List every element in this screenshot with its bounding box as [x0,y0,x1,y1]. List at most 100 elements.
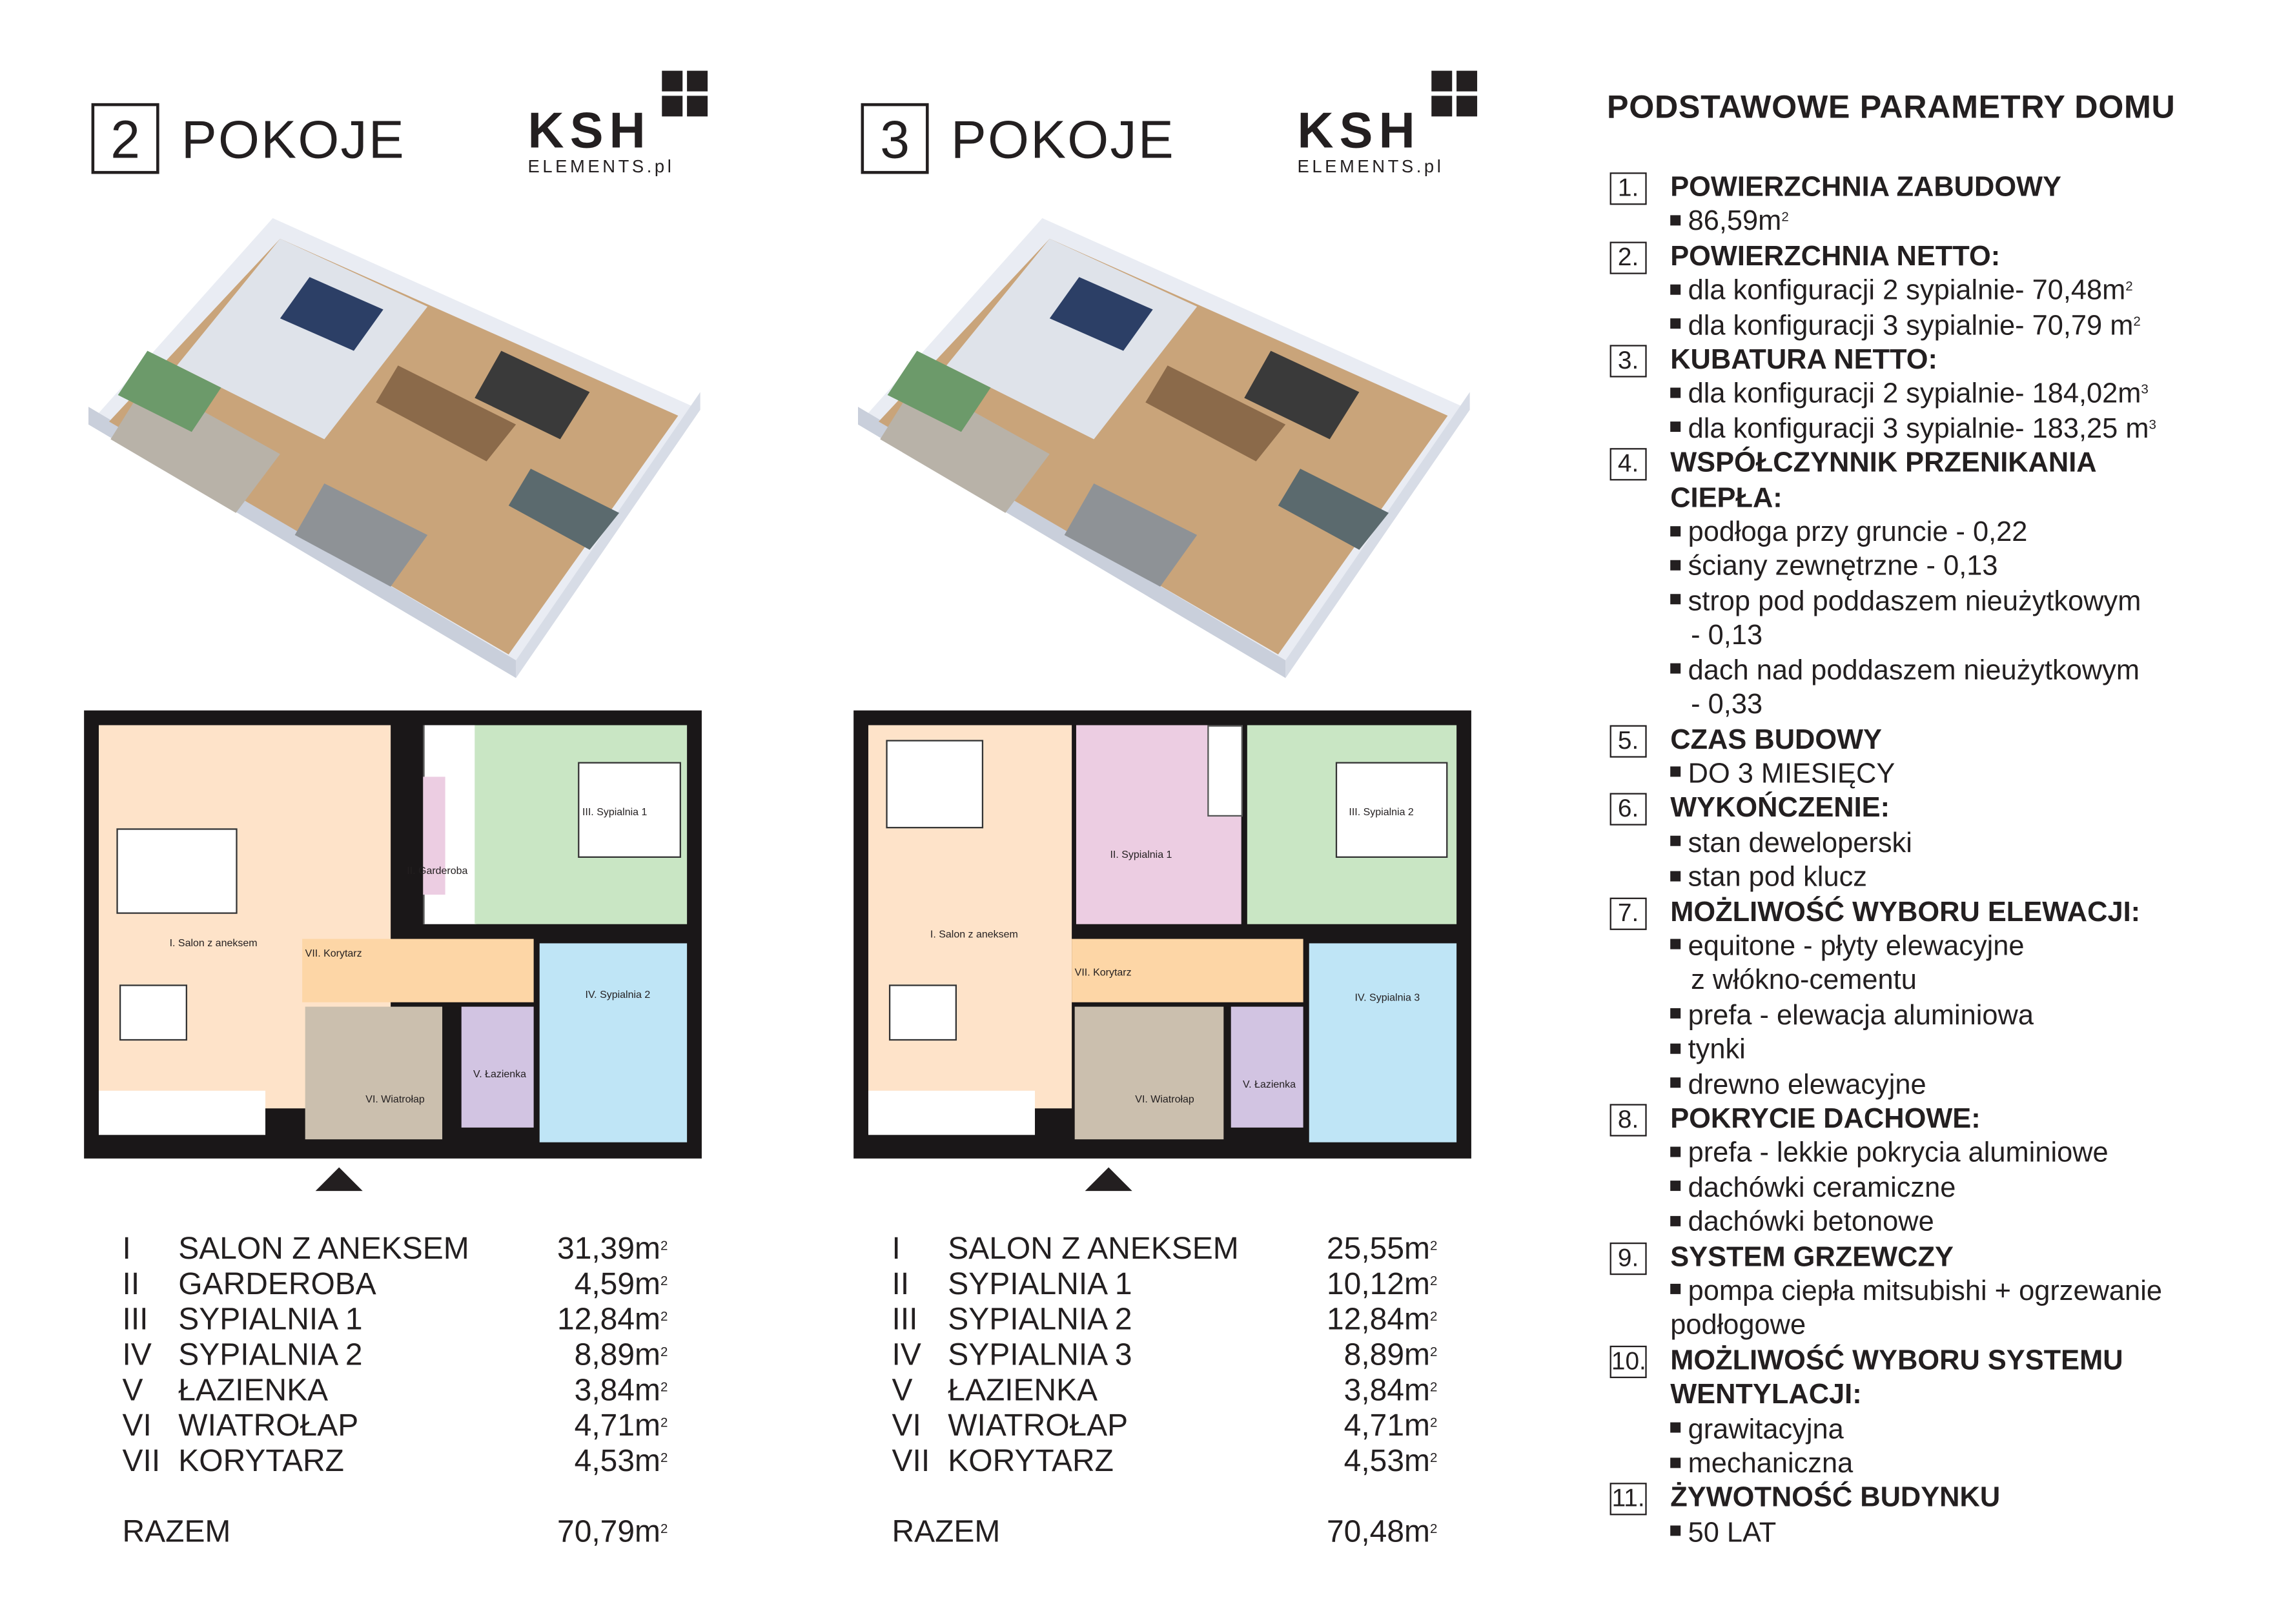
area-exponent: 2 [660,1521,668,1536]
floor-plan: I. Salon z aneksem II. Sypialnia 1 III. … [853,710,1471,1159]
room-area: 4,59m2 [575,1268,668,1303]
param-heading: 4.WSPÓŁCZYNNIK PRZENIKANIA [1609,447,2259,481]
bullet-square-icon [1670,663,1681,674]
param-bullet: podłoga przy gruncie - 0,22 [1610,516,2259,550]
param-heading: 7.MOŻLIWOŚĆ WYBORU ELEWACJI: [1609,895,2259,929]
param-bullet-text: stan pod klucz [1688,862,1867,894]
sofa [886,740,984,829]
param-bullet-text: podłogowe [1670,1310,1806,1342]
area-exponent: 2 [1429,1308,1438,1324]
param-bullet: equitone - płyty elewacyjne [1610,930,2259,964]
dining-table [888,984,957,1041]
param-number-box: 2. [1609,241,1647,274]
param-bullet: pompa ciepła mitsubishi + ogrzewanie [1610,1275,2259,1309]
bullet-square-icon [1670,560,1681,571]
label-korytarz: VII. Korytarz [1074,968,1132,979]
room-area-value: 10,12m [1327,1267,1430,1302]
param-heading: 11.ŻYWOTNOŚĆ BUDYNKU [1609,1482,2259,1516]
room-lazienka [1231,1006,1303,1128]
total-label: RAZEM [892,1515,1001,1549]
label-lazienka: V. Łazienka [473,1070,527,1081]
bullet-square-icon [1670,1077,1681,1088]
param-bullet: 86,59m2 [1610,205,2259,239]
label-room-3: III. Sypialnia 2 [1349,807,1414,818]
param-bullet-text: mechaniczna [1688,1448,1854,1480]
param-bullet-text: dach nad poddaszem nieużytkowym [1688,655,2140,687]
room-area-value: 3,84m [574,1374,660,1408]
config-panel: 2 POKOJE KSH ELEMENTS.pl [0,0,766,1621]
param-bullet-text: prefa - lekkie pokrycia aluminiowe [1688,1138,2109,1170]
bullet-square-icon [1670,1008,1681,1019]
floor-plan: I. Salon z aneksem II. Garderoba III. Sy… [84,710,702,1159]
bullet-square-icon [1670,1457,1681,1468]
room-number: V [122,1374,143,1408]
param-heading: CIEPŁA: [1610,482,2259,516]
spacer [123,1480,668,1516]
room-lazienka [461,1006,534,1128]
param-heading-text: KUBATURA NETTO: [1670,345,1937,376]
logo-text: KSH [1297,103,1421,159]
bullet-square-icon [1670,1422,1681,1433]
room-name: ŁAZIENKA [948,1374,1098,1408]
bed [1335,762,1448,858]
room-name: SALON Z ANEKSEM [948,1232,1239,1266]
room-area: 4,53m2 [1344,1445,1438,1480]
param-heading-text: WENTYLACJI: [1670,1379,1862,1411]
room-2-closet [1207,725,1243,817]
param-bullet: mechaniczna [1610,1447,2259,1481]
bullet-square-icon [1670,836,1681,847]
room-number: VII [122,1444,161,1479]
dining-table [119,984,188,1041]
room-area-value: 4,53m [574,1444,660,1479]
param-bullet-text: drewno elewacyjne [1688,1069,1926,1101]
room-name: KORYTARZ [178,1444,344,1479]
room-name: KORYTARZ [948,1444,1114,1479]
house-3d-render [857,218,1470,678]
room-area-value: 8,89m [574,1338,660,1372]
logo-subtext: ELEMENTS.pl [527,156,675,178]
param-bullet: dla konfiguracji 2 sypialnie- 184,02m3 [1610,378,2259,412]
area-exponent: 2 [660,1273,668,1288]
ksh-logo: KSH ELEMENTS.pl [527,70,719,181]
bullet-square-icon [1670,215,1681,226]
area-exponent: 2 [1429,1415,1438,1430]
label-salon: I. Salon z aneksem [169,939,258,949]
param-number-box: 7. [1609,897,1647,929]
param-bullet-text: DO 3 MIESIĘCY [1688,758,1895,790]
room-area: 3,84m2 [1344,1374,1438,1409]
param-bullet-text: dla konfiguracji 3 sypialnie- 183,25 m [1688,414,2149,445]
param-bullet: DO 3 MIESIĘCY [1610,758,2259,792]
room-area: 3,84m2 [575,1374,668,1409]
bullet-square-icon [1670,870,1681,881]
param-bullet: dla konfiguracji 3 sypialnie- 70,79 m2 [1610,309,2259,343]
param-heading-text: POWIERZCHNIA NETTO: [1670,241,2001,273]
param-heading-text: POKRYCIE DACHOWE: [1670,1104,1981,1135]
param-bullet: dachówki betonowe [1610,1206,2259,1240]
param-line-continued: - 0,13 [1610,620,2259,654]
room-number: IV [122,1338,152,1372]
kitchen-counter [98,1090,266,1135]
area-exponent: 2 [1429,1273,1438,1288]
logo-text: KSH [527,103,651,159]
param-heading: 2. POWIERZCHNIA NETTO: [1609,240,2259,274]
label-lazienka: V. Łazienka [1242,1080,1296,1091]
room-number: VI [892,1409,921,1443]
room-number: III [122,1303,148,1337]
label-room-4: IV. Sypialnia 2 [585,990,651,1001]
param-bullet-text: equitone - płyty elewacyjne [1688,931,2025,962]
param-heading-text: ŻYWOTNOŚĆ BUDYNKU [1670,1483,2001,1515]
room-area: 31,39m2 [557,1232,668,1268]
room-area-value: 31,39m [557,1232,660,1266]
spacer [892,1480,1438,1516]
room-area: 10,12m2 [1327,1268,1437,1303]
room-area: 4,71m2 [1344,1409,1438,1445]
param-bullet: grawitacyjna [1610,1413,2259,1447]
param-bullet-text: podłoga przy gruncie - 0,22 [1688,517,2028,549]
bullet-square-icon [1670,1526,1681,1537]
param-bullet-text: z włókno-cementu [1691,966,1917,997]
param-heading-text: MOŻLIWOŚĆ WYBORU SYSTEMU [1670,1345,2123,1377]
